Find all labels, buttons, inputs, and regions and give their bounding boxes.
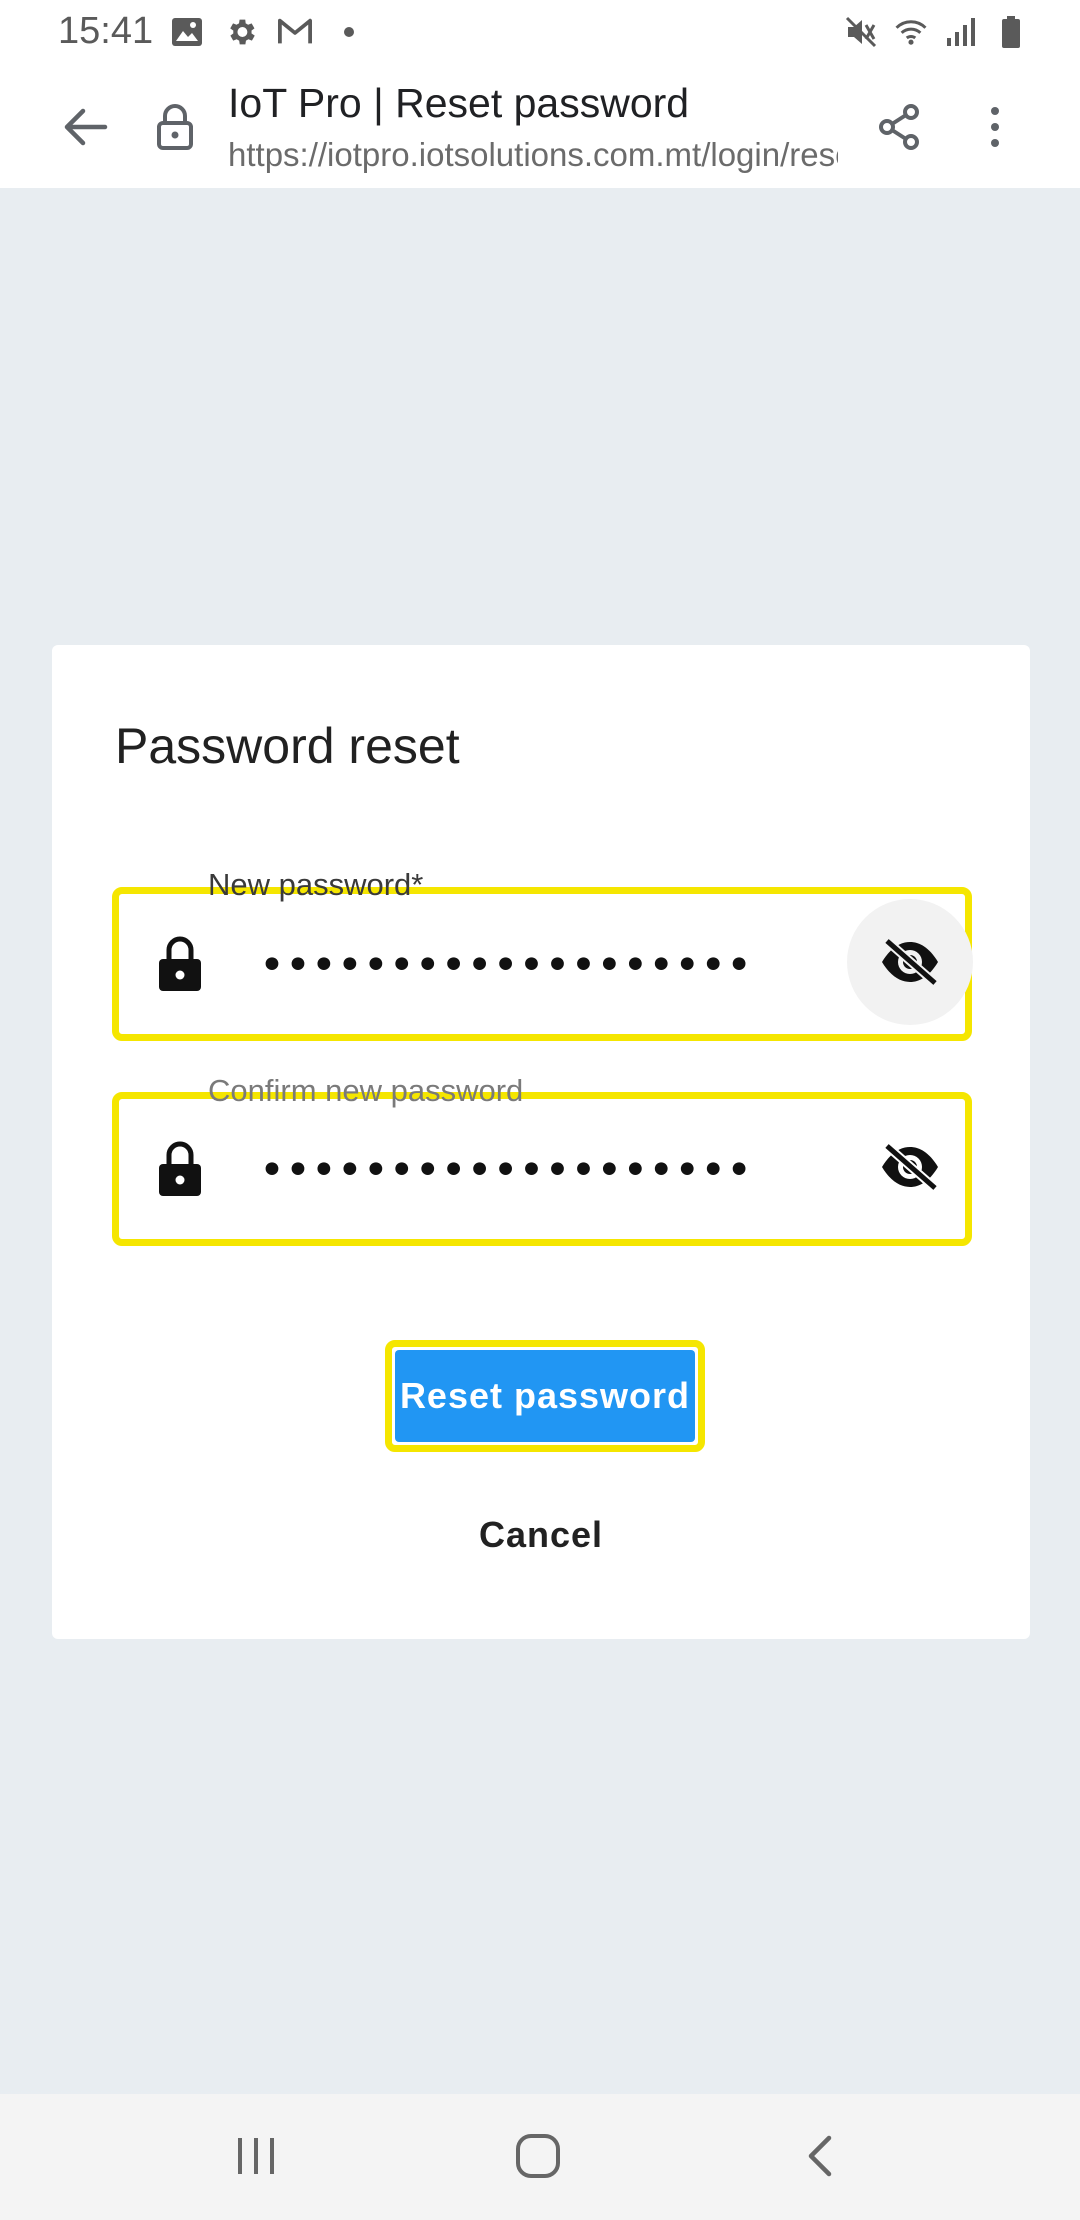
page-title[interactable]: IoT Pro | Reset password: [228, 80, 690, 126]
page-url[interactable]: https://iotpro.iotsolutions.com.mt/login…: [228, 136, 838, 173]
confirm-password-field[interactable]: [112, 1092, 972, 1246]
status-icons-right: [844, 12, 1028, 52]
new-password-input[interactable]: [259, 930, 819, 1000]
status-icons-left: [170, 12, 366, 52]
recent-apps-icon[interactable]: [206, 2116, 306, 2196]
card-title: Password reset: [115, 718, 460, 774]
home-icon[interactable]: [488, 2116, 588, 2196]
back-icon[interactable]: [770, 2116, 870, 2196]
new-password-label: New password*: [208, 867, 424, 902]
share-icon[interactable]: [866, 94, 932, 160]
status-time: 15:41: [58, 10, 154, 52]
lock-icon[interactable]: [140, 92, 210, 162]
image-icon: [170, 15, 204, 49]
gear-icon: [224, 15, 258, 49]
reset-button-highlight: Reset password: [385, 1340, 705, 1452]
browser-toolbar: IoT Pro | Reset password https://iotpro.…: [0, 62, 1080, 188]
cancel-button[interactable]: Cancel: [441, 1495, 641, 1575]
password-reset-card: Password reset New password* Confirm new…: [52, 645, 1030, 1639]
confirm-password-input[interactable]: [259, 1135, 819, 1205]
system-nav-bar: [0, 2094, 1080, 2220]
lock-icon: [153, 932, 207, 996]
wifi-icon: [894, 15, 928, 49]
gmail-icon: [278, 15, 312, 49]
eye-off-icon[interactable]: [847, 1104, 973, 1230]
confirm-password-label: Confirm new password: [208, 1073, 524, 1108]
more-options-icon[interactable]: [962, 94, 1028, 160]
new-password-field[interactable]: [112, 887, 973, 1041]
battery-icon: [994, 15, 1028, 49]
signal-icon: [944, 15, 978, 49]
lock-icon: [153, 1137, 207, 1201]
dot-icon: [332, 15, 366, 49]
back-arrow-icon[interactable]: [50, 92, 120, 162]
reset-password-button[interactable]: Reset password: [395, 1350, 695, 1442]
mute-icon: [844, 15, 878, 49]
status-bar: 15:41: [0, 0, 1080, 62]
eye-off-icon[interactable]: [847, 899, 973, 1025]
